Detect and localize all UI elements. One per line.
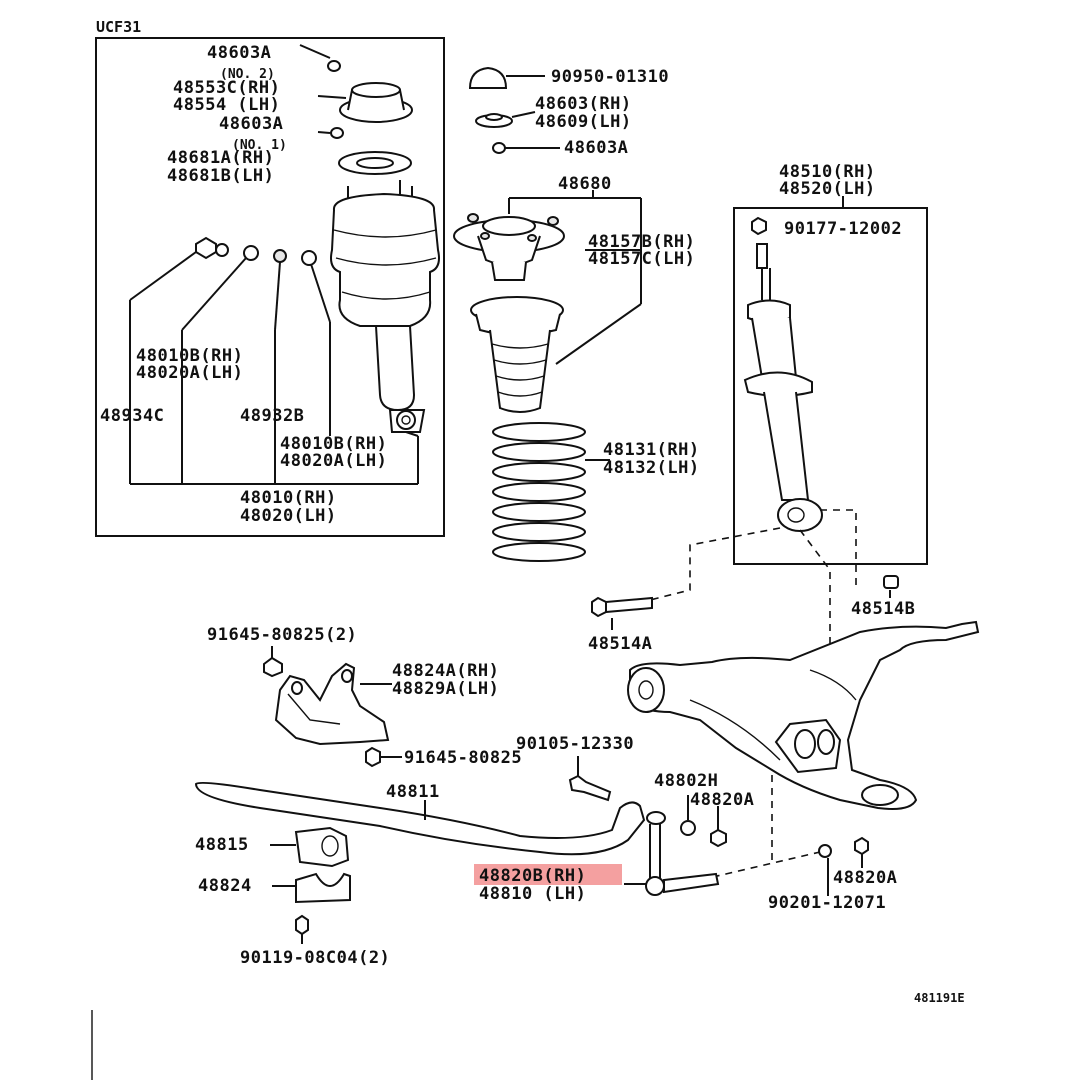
label-48603A-right: 48603A (564, 138, 628, 158)
label-90105: 90105-12330 (516, 734, 634, 754)
stabilizer-bracket-part (274, 662, 392, 746)
middle-leaders (508, 190, 642, 461)
label-48934C: 48934C (100, 406, 164, 426)
left-box-leaders (129, 44, 419, 485)
label-48810: 48810 (LH) (479, 884, 586, 904)
label-48824: 48824 (198, 876, 252, 896)
label-48820B[interactable]: 48820B(RH) (479, 866, 586, 886)
lower-control-arm-part (627, 620, 980, 810)
label-90119: 90119-08C04(2) (240, 948, 390, 968)
nut-48820A-2-part (854, 836, 869, 868)
label-91645: 91645-80825 (404, 748, 522, 768)
label-48829A: 48829A(LH) (392, 679, 499, 699)
bushing-bracket-part (272, 872, 351, 944)
label-48681B: 48681B(LH) (167, 166, 274, 186)
label-48820A-1: 48820A (690, 790, 754, 810)
stabilizer-bar-part (194, 781, 646, 856)
label-48802H: 48802H (654, 771, 718, 791)
dust-boot-part (470, 296, 564, 413)
nut-48802H-part (680, 795, 696, 836)
label-48815: 48815 (195, 835, 249, 855)
bushing-part (270, 826, 350, 868)
label-48932B: 48932B (240, 406, 304, 426)
bound-stopper-part (475, 111, 536, 128)
label-no2: (NO. 2) (220, 67, 275, 82)
bolt-90105-part (568, 756, 612, 802)
shock-absorber-part (743, 243, 823, 532)
label-90950: 90950-01310 (551, 67, 669, 87)
stabilizer-link-part (624, 811, 720, 896)
strut-mount-part (453, 213, 565, 281)
label-48520: 48520(LH) (779, 179, 876, 199)
highlight-48820B (474, 864, 622, 885)
label-no1: (NO. 1) (232, 138, 287, 153)
air-suspension-group-box (95, 37, 445, 537)
label-48824A: 48824A(RH) (392, 661, 499, 681)
label-48010B-1: 48010B(RH) (136, 346, 243, 366)
label-48020: 48020(LH) (240, 506, 337, 526)
label-91645-2: 91645-80825(2) (207, 625, 357, 645)
nut-48820A-1-part (710, 806, 727, 848)
label-48510: 48510(RH) (779, 162, 876, 182)
bolt-91645-2-part (263, 646, 283, 678)
label-48010B-2: 48010B(RH) (280, 434, 387, 454)
bolt-91645-part (365, 746, 402, 768)
rings-part (195, 236, 317, 266)
nut-no2-part (327, 60, 341, 72)
label-48603: 48603(RH) (535, 94, 632, 114)
label-48554: 48554 (LH) (173, 95, 280, 115)
label-48603A-mid: 48603A (219, 114, 283, 134)
label-48514A: 48514A (588, 634, 652, 654)
bolt-48514B-part (883, 575, 899, 598)
coil-spring-part (492, 422, 586, 562)
label-48157B: 48157B(RH) (588, 232, 695, 252)
nut-no1-part (330, 127, 344, 139)
diagram-code: UCF31 (96, 18, 141, 36)
bolt-90177-part (751, 216, 767, 236)
nut-48603A-right-part (492, 142, 560, 154)
label-48010: 48010(RH) (240, 488, 337, 508)
bolt-48514A-part (591, 596, 653, 630)
label-48157C: 48157C(LH) (588, 249, 695, 269)
label-48811: 48811 (386, 782, 440, 802)
upper-support-part (339, 82, 413, 123)
label-90177: 90177-12002 (784, 219, 902, 239)
label-48603A-top: 48603A (207, 43, 271, 63)
label-48020A-2: 48020A(LH) (280, 451, 387, 471)
shock-group-box (733, 207, 928, 565)
insulator-part (338, 151, 412, 175)
nut-90201-part (818, 844, 832, 896)
label-48514B: 48514B (851, 599, 915, 619)
label-90201: 90201-12071 (768, 893, 886, 913)
label-48131: 48131(RH) (603, 440, 700, 460)
label-48609: 48609(LH) (535, 112, 632, 132)
cap-part (468, 66, 545, 89)
label-48553C: 48553C(RH) (173, 78, 280, 98)
figure-number: 481191E (914, 991, 965, 1005)
label-48132: 48132(LH) (603, 458, 700, 478)
label-48020A-1: 48020A(LH) (136, 363, 243, 383)
label-48680: 48680 (558, 174, 612, 194)
air-spring-part (330, 180, 440, 433)
label-48681A: 48681A(RH) (167, 148, 274, 168)
label-48820A-2: 48820A (833, 868, 897, 888)
